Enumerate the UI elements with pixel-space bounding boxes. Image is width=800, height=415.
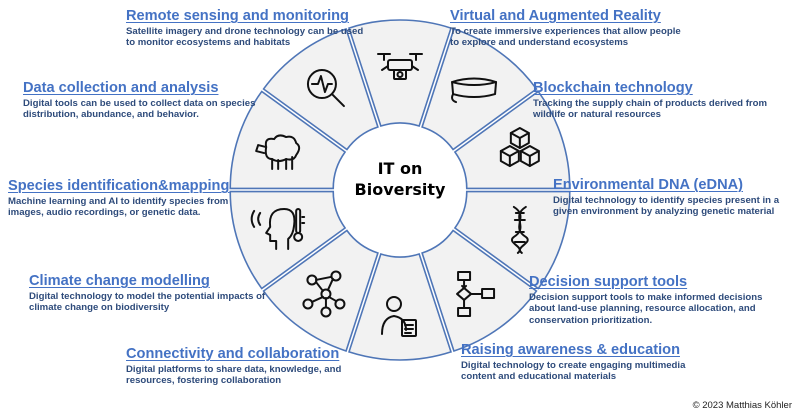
sector-shape (453, 90, 571, 190)
drone-icon (377, 53, 423, 80)
label-description: Tracking the supply chain of products de… (533, 98, 768, 121)
copyright-notice: © 2023 Matthias Köhler (692, 400, 792, 411)
sector-shape (229, 90, 347, 190)
sector-4 (453, 190, 571, 290)
label-data-collection: Data collection and analysis Digital too… (23, 80, 368, 121)
sector-shape (421, 28, 538, 151)
label-title: Blockchain technology (533, 80, 693, 96)
sector-2 (421, 28, 538, 151)
sector-3 (453, 90, 571, 190)
sheep-icon (255, 134, 301, 171)
label-title: Environmental DNA (eDNA) (553, 177, 744, 193)
blocks-icon (499, 127, 540, 168)
label-raising-awareness: Raising awareness & education Digital te… (461, 342, 791, 383)
label-title: Decision support tools (529, 274, 688, 290)
flowchart-icon (456, 270, 496, 317)
sector-shape (262, 28, 379, 151)
teacher-icon (381, 296, 417, 337)
label-description: Decision support tools to make informed … (529, 292, 763, 326)
label-description: Digital technology to identify species p… (553, 195, 780, 218)
label-virtual-reality: Virtual and Augmented Reality To create … (450, 8, 780, 49)
label-title: Data collection and analysis (23, 80, 219, 96)
label-title: Raising awareness & education (461, 342, 680, 358)
sector-1 (348, 19, 452, 128)
label-description: Digital tools can be used to collect dat… (23, 98, 256, 121)
center-title-line-1: IT on (377, 159, 423, 178)
sector-8 (229, 190, 347, 290)
label-climate-modelling: Climate change modelling Digital technol… (29, 273, 374, 314)
label-blockchain: Blockchain technology Tracking the suppl… (533, 80, 800, 121)
magnifier-pulse-icon (306, 69, 345, 108)
vr-headset-icon (451, 77, 498, 104)
label-remote-sensing: Remote sensing and monitoring Satellite … (126, 8, 471, 49)
label-connectivity: Connectivity and collaboration Digital p… (126, 346, 471, 387)
label-title: Climate change modelling (29, 273, 210, 289)
sector-10 (262, 28, 379, 151)
label-species-identification: Species identification&mapping Machine l… (8, 178, 353, 219)
center-title: IT on Bioversity (353, 158, 447, 200)
network-icon (302, 270, 346, 318)
label-description: Digital technology to create engaging mu… (461, 360, 686, 383)
sector-7 (262, 229, 379, 352)
label-description: Digital technology to model the potentia… (29, 291, 266, 314)
label-title: Species identification&mapping (8, 178, 230, 194)
sector-shape (348, 19, 452, 128)
sector-shape (421, 229, 538, 352)
dna-icon (511, 205, 529, 254)
label-title: Remote sensing and monitoring (126, 8, 349, 24)
label-description: Satellite imagery and drone technology c… (126, 26, 364, 49)
sector-6 (348, 252, 452, 361)
sector-9 (229, 90, 347, 190)
sector-shape (262, 229, 379, 352)
label-edna: Environmental DNA (eDNA) Digital technol… (553, 177, 800, 218)
head-thermometer-icon (250, 207, 306, 250)
label-title: Connectivity and collaboration (126, 346, 340, 362)
sector-5 (421, 229, 538, 352)
label-decision-support: Decision support tools Decision support … (529, 274, 800, 326)
center-title-line-2: Bioversity (354, 180, 446, 199)
label-description: To create immersive experiences that all… (450, 26, 681, 49)
label-title: Virtual and Augmented Reality (450, 8, 661, 24)
label-description: Digital platforms to share data, knowled… (126, 364, 342, 387)
label-description: Machine learning and AI to identify spec… (8, 196, 229, 219)
